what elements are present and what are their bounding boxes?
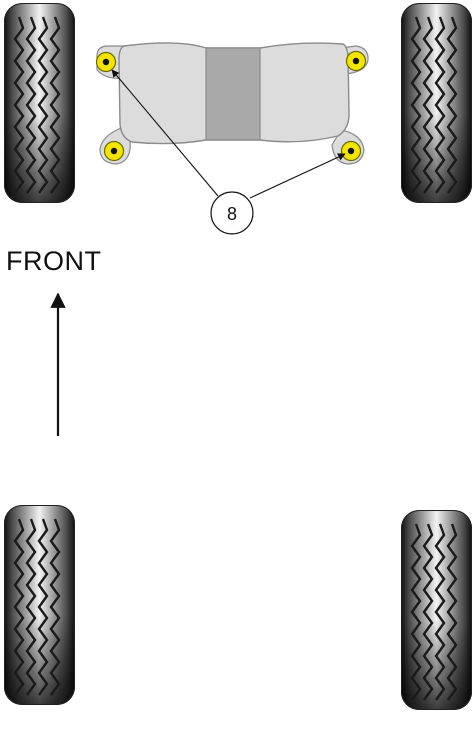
- subframe-center-section: [205, 47, 261, 141]
- tyre-rear-left: [4, 505, 75, 705]
- bush-top-left: [95, 51, 117, 73]
- leader-line-bottom-right: [249, 153, 346, 199]
- tyre-front-left: [4, 3, 75, 203]
- front-label: FRONT: [6, 246, 102, 276]
- callout-number: 8: [227, 204, 237, 224]
- tyre-icon: [401, 3, 472, 203]
- subframe: [96, 42, 369, 165]
- tyre-icon: [401, 510, 472, 710]
- bush-icon: [95, 51, 117, 73]
- bush-bottom-right: [340, 140, 362, 162]
- tyre-icon: [4, 3, 75, 203]
- bush-icon: [103, 140, 125, 162]
- callout-circle: [210, 191, 254, 235]
- bush-bottom-left: [103, 140, 125, 162]
- bush-icon: [345, 50, 367, 72]
- tyre-icon: [4, 505, 75, 705]
- bush-top-right: [345, 50, 367, 72]
- tyre-rear-right: [401, 510, 472, 710]
- tyre-front-right: [401, 3, 472, 203]
- bush-icon: [340, 140, 362, 162]
- callout-8: 8: [210, 191, 254, 235]
- leader-line-top-left: [111, 69, 219, 197]
